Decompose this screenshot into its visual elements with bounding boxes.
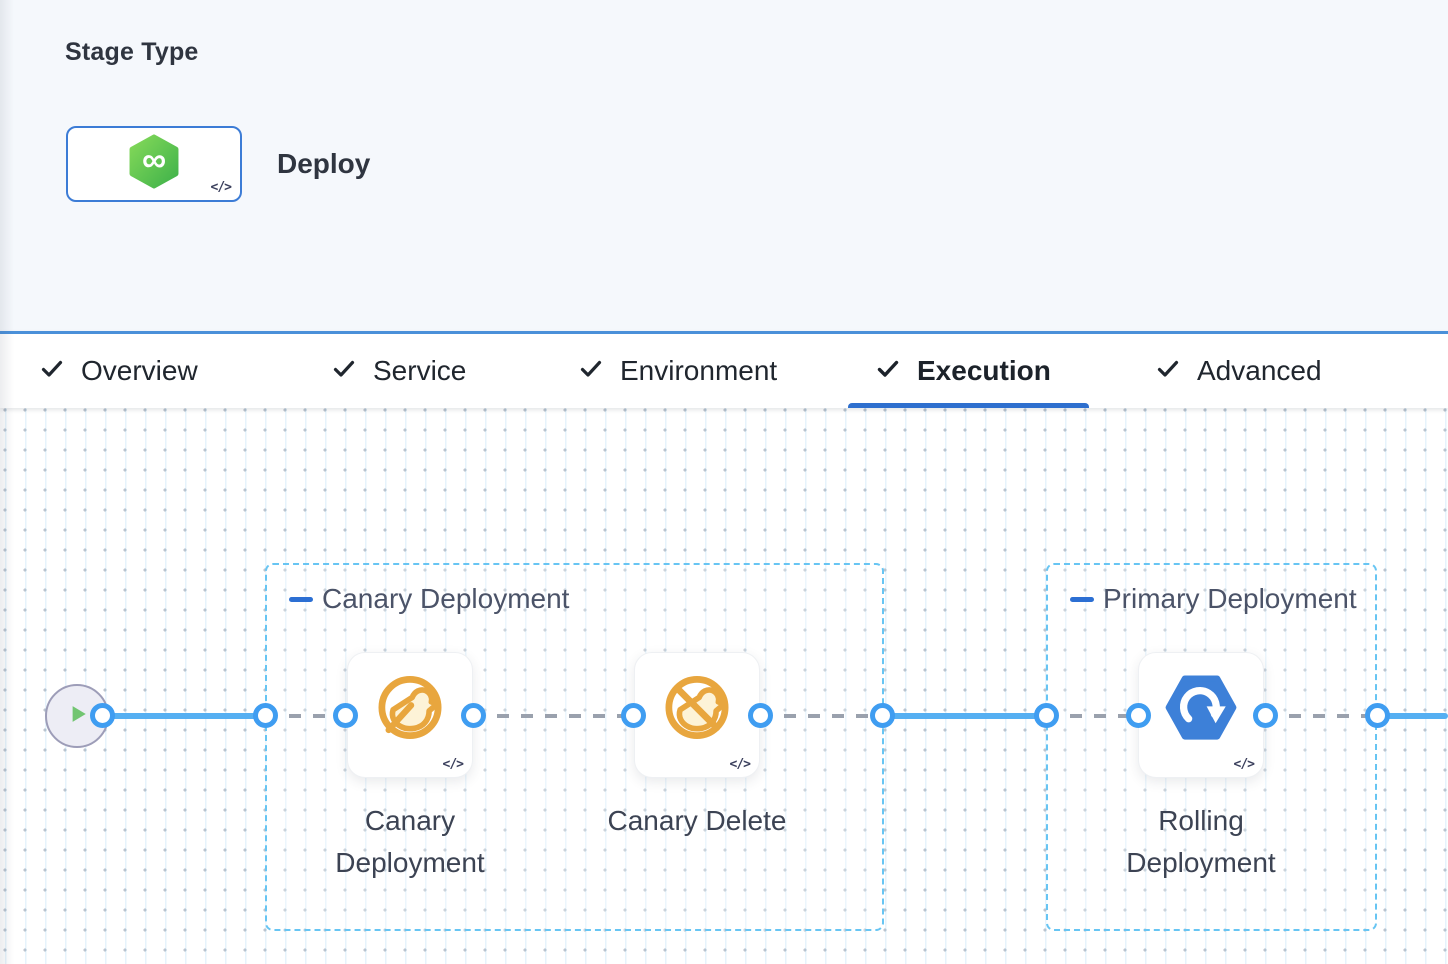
play-icon: [63, 700, 91, 733]
connector-dashed: [265, 714, 345, 718]
yaml-code-glyph: </>: [442, 757, 465, 772]
canary-delete-icon: [661, 672, 733, 749]
connector-port[interactable]: [90, 703, 115, 728]
check-icon: [40, 357, 64, 386]
connector-dashed: [760, 714, 882, 718]
connector-port[interactable]: [1253, 703, 1278, 728]
connector-dashed: [1046, 714, 1138, 718]
canary-icon: [374, 672, 446, 749]
step-canary-delete[interactable]: </>: [634, 652, 760, 778]
connector-port[interactable]: [253, 703, 278, 728]
connector-dashed: [473, 714, 633, 718]
check-icon: [876, 357, 900, 386]
connector-solid: [102, 713, 265, 719]
collapse-minus-icon[interactable]: [1070, 596, 1094, 602]
connector-dashed: [1265, 714, 1377, 718]
check-icon: [332, 357, 356, 386]
connector-solid: [882, 713, 1046, 719]
connector-port[interactable]: [1034, 703, 1059, 728]
collapse-minus-icon[interactable]: [289, 596, 313, 602]
step-rolling-deployment[interactable]: </>: [1138, 652, 1264, 778]
tab-environment[interactable]: Environment: [551, 334, 828, 408]
stage-type-deploy-card[interactable]: ∞ </>: [66, 126, 242, 202]
step-label-rolling-deployment: Rolling Deployment: [1126, 805, 1276, 878]
connector-port[interactable]: [1126, 703, 1151, 728]
tab-service[interactable]: Service: [304, 334, 515, 408]
connector-port[interactable]: [461, 703, 486, 728]
connector-port[interactable]: [748, 703, 773, 728]
stage-type-heading: Stage Type: [65, 38, 199, 66]
step-label-canary-delete: Canary Delete: [607, 805, 787, 836]
check-icon: [579, 357, 603, 386]
check-icon: [1156, 357, 1180, 386]
active-tab-underline: [848, 403, 1089, 408]
yaml-code-glyph: </>: [729, 757, 752, 772]
svg-text:∞: ∞: [142, 141, 166, 179]
tab-label: Advanced: [1197, 355, 1322, 386]
step-label-canary-deployment: Canary Deployment: [335, 805, 485, 878]
connector-port[interactable]: [333, 703, 358, 728]
connector-port[interactable]: [1365, 703, 1390, 728]
group-label: Primary Deployment: [1103, 583, 1357, 614]
tab-label: Execution: [917, 355, 1051, 386]
stage-type-panel: Stage Type ∞ </> Deploy: [0, 0, 1448, 331]
rolling-deployment-icon: [1165, 672, 1237, 749]
pipeline-canvas[interactable]: Canary Deployment Primary Deployment: [0, 408, 1448, 964]
tab-label: Overview: [81, 355, 198, 386]
stage-tabs-bar: Overview Service Environment Execution: [0, 331, 1448, 408]
yaml-code-glyph: </>: [210, 180, 233, 195]
tab-execution[interactable]: Execution: [848, 334, 1089, 408]
cd-infinity-hexagon-icon: ∞: [127, 134, 181, 194]
tab-label: Environment: [620, 355, 778, 386]
connector-solid: [1377, 713, 1448, 719]
tab-label: Service: [373, 355, 467, 386]
tab-advanced[interactable]: Advanced: [1128, 334, 1372, 408]
yaml-code-glyph: </>: [1233, 757, 1256, 772]
connector-port[interactable]: [870, 703, 895, 728]
connector-port[interactable]: [621, 703, 646, 728]
group-label: Canary Deployment: [322, 583, 570, 614]
tab-overview[interactable]: Overview: [12, 334, 248, 408]
step-canary-deployment[interactable]: </>: [347, 652, 473, 778]
stage-type-deploy-label: Deploy: [277, 148, 371, 179]
